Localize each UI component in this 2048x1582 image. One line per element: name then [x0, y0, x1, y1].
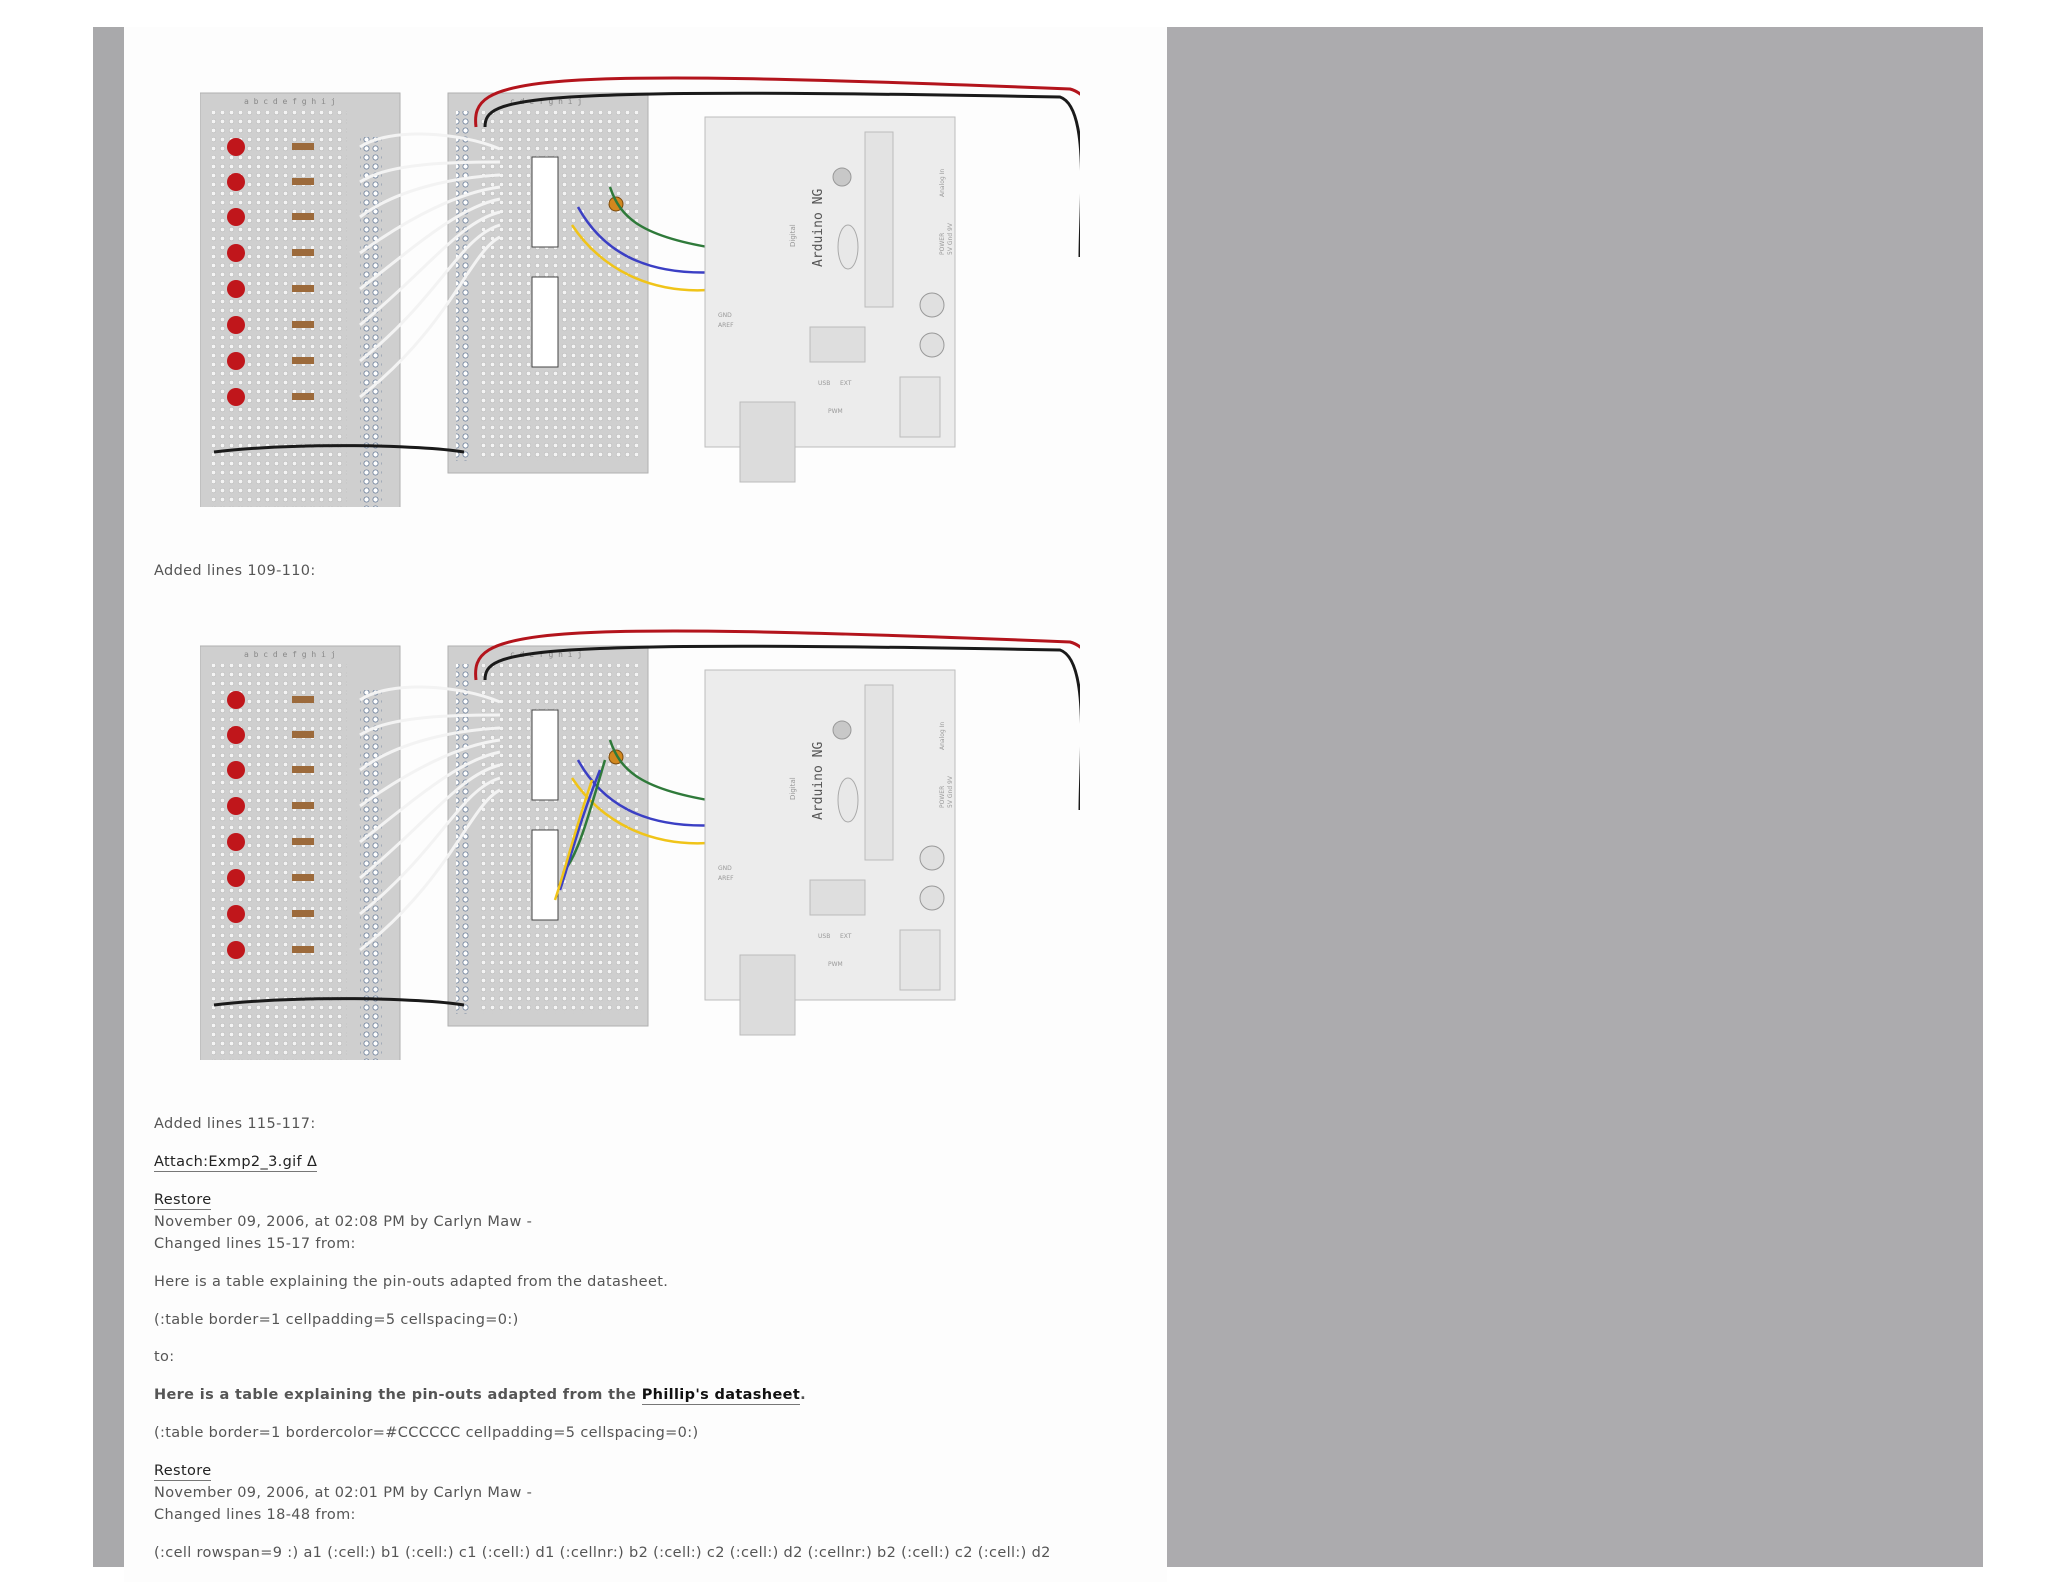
left-breadboard: a b c d e f g h i j — [200, 645, 401, 1060]
left-breadboard: a b c d e f g h i j — [200, 92, 401, 507]
arduino-power-pins: 5V Gnd 9V — [947, 222, 954, 255]
arduino-brand-label: Arduino NG — [811, 742, 826, 820]
to-label-1: to: — [154, 1349, 175, 1365]
arduino-board: Arduino NG Digital Analog In POWER 5V Gn… — [704, 669, 956, 1036]
circuit-diagram-2: a b c d e f g h i j c d e f g h i j — [200, 629, 1080, 1060]
white-wires — [359, 132, 501, 399]
page-content: a b c d e f g h i j c d e f g h i j — [124, 27, 1167, 1582]
attach-exmp2-3-link[interactable]: Attach:Exmp2_3.gif Δ — [154, 1154, 318, 1172]
arduino-gnd-label: GND — [718, 865, 732, 872]
added-lines-label-2: Added lines 115-117: — [154, 1116, 316, 1132]
arduino-power-pins: 5V Gnd 9V — [947, 775, 954, 808]
middle-breadboard: c d e f g h i j — [447, 645, 649, 1027]
attach-link-row: Attach:Exmp2_3.gif Δ — [154, 1152, 318, 1172]
arduino-pwm-label: PWM — [828, 408, 843, 415]
added-lines-label-1: Added lines 109-110: — [154, 563, 316, 579]
left-margin-bar — [93, 27, 124, 1567]
arduino-board: Arduino NG Digital Analog In POWER 5V Gn… — [704, 116, 956, 483]
revision-meta-1: November 09, 2006, at 02:08 PM by Carlyn… — [154, 1214, 533, 1230]
changed-lines-2: Changed lines 18-48 from: — [154, 1507, 356, 1523]
arduino-ext-label: EXT — [840, 380, 852, 387]
arduino-digital-label: Digital — [789, 224, 797, 247]
restore-row-1: Restore — [154, 1190, 212, 1210]
new-text-1: Here is a table explaining the pin-outs … — [154, 1385, 806, 1405]
restore-link-2[interactable]: Restore — [154, 1463, 212, 1481]
arduino-usb-label: USB — [818, 933, 830, 940]
middle-breadboard: c d e f g h i j — [447, 92, 649, 474]
arduino-pwm-label: PWM — [828, 961, 843, 968]
old-text-1: Here is a table explaining the pin-outs … — [154, 1274, 669, 1290]
arduino-gnd-label: GND — [718, 312, 732, 319]
arduino-aref-label: AREF — [718, 875, 734, 882]
arduino-digital-label: Digital — [789, 777, 797, 800]
breadboard-mid-letters: c d e f g h i j — [510, 97, 582, 106]
new-text-suffix: . — [800, 1387, 806, 1403]
revision-meta-2: November 09, 2006, at 02:01 PM by Carlyn… — [154, 1485, 533, 1501]
white-wires — [359, 685, 501, 952]
breadboard-mid-letters: c d e f g h i j — [510, 650, 582, 659]
breadboard-left-letters: a b c d e f g h i j — [244, 650, 336, 659]
arduino-usb-label: USB — [818, 380, 830, 387]
arduino-power-label: POWER — [939, 786, 946, 808]
changed-lines-1: Changed lines 15-17 from: — [154, 1236, 356, 1252]
arduino-ext-label: EXT — [840, 933, 852, 940]
arduino-analog-label: Analog In — [939, 722, 946, 750]
restore-row-2: Restore — [154, 1461, 212, 1481]
new-text-prefix: Here is a table explaining the pin-outs … — [154, 1387, 642, 1403]
cell-line-2: (:cell rowspan=9 :) a1 (:cell:) b1 (:cel… — [154, 1545, 1051, 1561]
old-table-1: (:table border=1 cellpadding=5 cellspaci… — [154, 1312, 519, 1328]
restore-link-1[interactable]: Restore — [154, 1192, 212, 1210]
led-row — [227, 138, 314, 406]
arduino-aref-label: AREF — [718, 322, 734, 329]
arduino-analog-label: Analog In — [939, 169, 946, 197]
arduino-power-label: POWER — [939, 233, 946, 255]
new-table-1: (:table border=1 bordercolor=#CCCCCC cel… — [154, 1425, 699, 1441]
right-sidebar-panel — [1167, 27, 1983, 1567]
phillips-datasheet-link[interactable]: Phillip's datasheet — [641, 1387, 801, 1405]
arduino-brand-label: Arduino NG — [811, 189, 826, 267]
circuit-diagram-1: a b c d e f g h i j c d e f g h i j — [200, 76, 1080, 507]
led-row — [227, 691, 314, 959]
breadboard-left-letters: a b c d e f g h i j — [244, 97, 336, 106]
